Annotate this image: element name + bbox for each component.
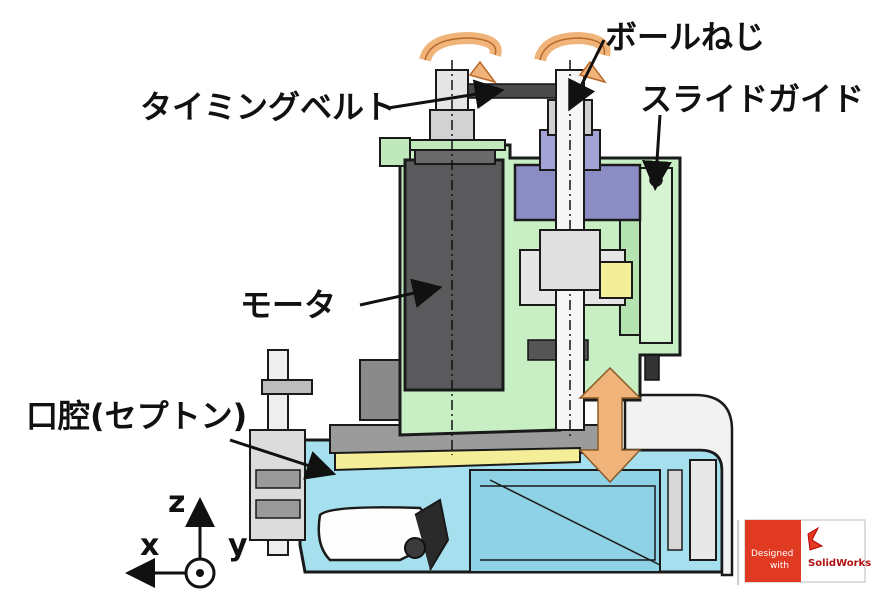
label-ball-screw: ボールねじ bbox=[605, 18, 765, 56]
label-motor: モータ bbox=[240, 286, 336, 324]
coordinate-axes: z x y bbox=[125, 485, 248, 589]
axis-label-y: y bbox=[228, 528, 248, 563]
motor-body bbox=[403, 149, 505, 392]
label-slide-guide: スライドガイド bbox=[640, 80, 864, 118]
vertical-motion-arrow bbox=[578, 366, 642, 484]
outer-frame bbox=[623, 393, 734, 577]
svg-text:with: with bbox=[770, 561, 789, 571]
axis-label-z: z bbox=[168, 485, 185, 520]
solidworks-logo: Designed with SolidWorks bbox=[737, 519, 871, 585]
label-timing-belt: タイミングベルト bbox=[140, 88, 396, 126]
leader-lines bbox=[229, 39, 672, 480]
label-oral-cavity: 口腔(セプトン) bbox=[26, 397, 247, 435]
svg-text:SolidWorks: SolidWorks bbox=[808, 558, 871, 569]
ds-logo-icon bbox=[807, 526, 824, 551]
ball-screw-mechanism bbox=[513, 60, 642, 440]
svg-text:Designed: Designed bbox=[751, 549, 793, 559]
rotation-arrow-left bbox=[419, 31, 502, 84]
axis-label-x: x bbox=[140, 528, 159, 563]
